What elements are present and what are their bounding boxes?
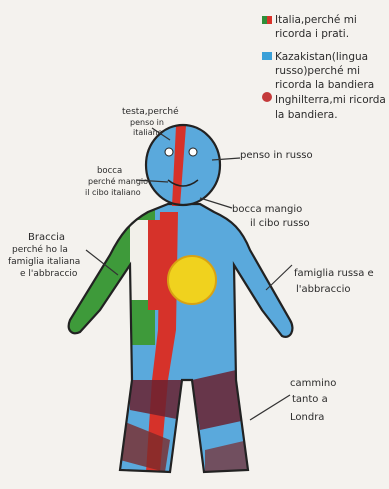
england-marker [262, 92, 272, 102]
arms-left-note-4: e l'abbraccio [20, 269, 78, 279]
mouth-left-note-3: il cibo italiano [85, 188, 141, 197]
left-eye [165, 148, 173, 156]
italy-line-1: Italia,perché mi [275, 14, 357, 26]
kazakhstan-line-1: Kazakistan(lingua [275, 51, 368, 63]
kazakhstan-marker [262, 52, 272, 60]
kazakhstan-line-3: ricorda la bandiera [275, 79, 374, 91]
arms-right-note-2: l'abbraccio [296, 284, 350, 295]
legend-markers [262, 16, 272, 102]
italy-marker-green [262, 16, 267, 24]
mouth-right-note-2: il cibo russo [250, 218, 310, 229]
right-eye [189, 148, 197, 156]
think-russian-note: penso in russo [240, 150, 313, 161]
legend: Italia,perché mi ricorda i prati. Kazaki… [275, 14, 386, 121]
mouth-left-note-2: perché mangio [88, 176, 148, 186]
russia-blue-fill [60, 195, 310, 485]
head [146, 125, 220, 206]
arms-right-note-1: famiglia russa e [294, 268, 374, 279]
mouth-left-note-1: bocca [97, 166, 122, 176]
italy-marker-red [267, 16, 272, 24]
walk-arrow [250, 395, 290, 420]
body-colors [60, 195, 310, 485]
england-line-2: la bandiera. [275, 109, 338, 121]
england-line-1: Inghilterra,mi ricorda [275, 94, 386, 106]
arms-left-note-2: perché ho la [12, 244, 68, 255]
walk-note-3: Londra [290, 412, 324, 423]
italy-line-2: ricorda i prati. [275, 28, 349, 40]
walk-note-2: tanto a [292, 394, 328, 405]
arms-left-note-1: Braccia [28, 232, 65, 243]
head-note-2: penso in [130, 118, 164, 127]
kazakhstan-line-2: russo)perché mi [275, 65, 360, 77]
italy-white-stripe [130, 220, 148, 300]
arms-left-note-3: famiglia italiana [8, 257, 80, 267]
walk-note-1: cammino [290, 378, 336, 389]
mouth-right-note-1: bocca mangio [232, 204, 302, 215]
sun-circle [168, 256, 216, 304]
arms-right-arrow [266, 265, 292, 290]
kazakh-sun [168, 256, 216, 304]
head-note-1: testa,perché [122, 106, 179, 117]
head-note-3: italiano [133, 128, 163, 137]
